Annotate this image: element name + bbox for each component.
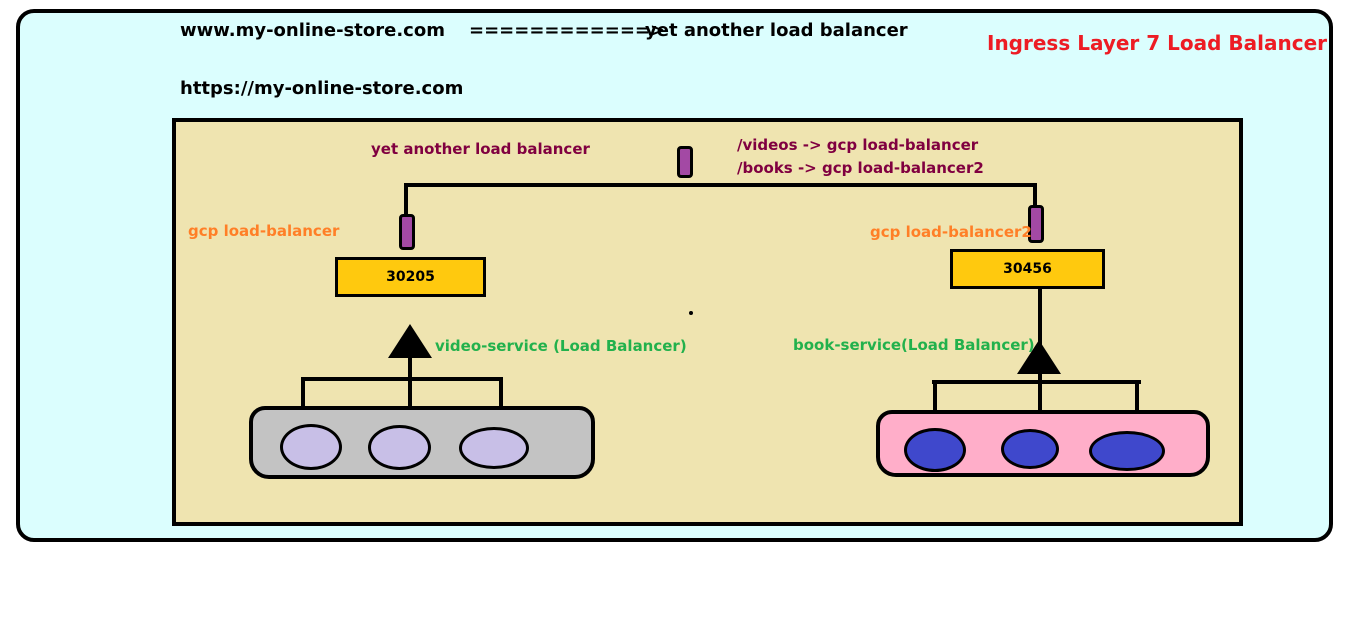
left-drop-line <box>404 183 408 215</box>
diagram-title: Ingress Layer 7 Load Balancer <box>987 31 1327 55</box>
book-pod <box>904 428 966 472</box>
routing-bus <box>404 183 1037 187</box>
left-lb-connector <box>399 214 415 250</box>
right-pod-bus <box>932 380 1141 384</box>
right-service-arrow-icon <box>1017 340 1061 374</box>
arrow-target: yet another load balancer <box>645 20 908 41</box>
forward-arrow: ============> <box>469 20 666 41</box>
right-drop-line <box>1033 183 1037 205</box>
right-pod-line-1 <box>933 380 937 413</box>
right-lb-connector <box>1028 205 1044 243</box>
right-pod-line-3 <box>1135 380 1139 413</box>
left-pod-bus <box>301 377 503 381</box>
right-service-stem-lower <box>1038 372 1042 412</box>
left-lb-label: gcp load-balancer <box>188 222 340 240</box>
right-node-port: 30456 <box>950 249 1105 289</box>
video-pod <box>368 425 431 470</box>
center-dot <box>689 311 693 315</box>
left-service-arrow-icon <box>388 324 432 358</box>
left-service-stem <box>408 356 412 408</box>
left-node-port: 30205 <box>335 257 486 297</box>
video-pod <box>459 427 529 469</box>
www-url: www.my-online-store.com <box>180 20 445 41</box>
ingress-lb-label: yet another load balancer <box>371 140 590 158</box>
video-service-label: video-service (Load Balancer) <box>435 337 687 355</box>
https-url: https://my-online-store.com <box>180 78 464 99</box>
rule-books: /books -> gcp load-balancer2 <box>737 159 984 177</box>
ingress-lb-connector <box>677 146 693 178</box>
left-pod-line-3 <box>499 377 503 409</box>
right-lb-label: gcp load-balancer2 <box>870 223 1032 241</box>
left-pod-line-1 <box>301 377 305 409</box>
right-service-stem <box>1038 286 1042 346</box>
book-pod <box>1001 429 1059 469</box>
rule-videos: /videos -> gcp load-balancer <box>737 136 979 154</box>
book-pod <box>1089 431 1165 471</box>
book-service-label: book-service(Load Balancer) <box>793 336 1035 354</box>
video-pod <box>280 424 342 470</box>
